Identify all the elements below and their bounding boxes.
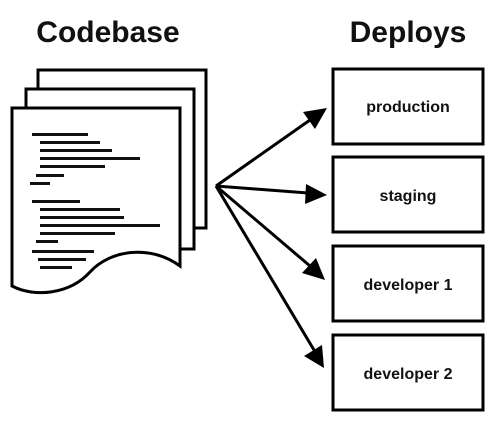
deploy-box-frame [331, 333, 485, 412]
arrow-head-developer-1 [302, 258, 325, 280]
deploy-box-developer-2: developer 2 [331, 333, 485, 412]
code-line [32, 200, 80, 203]
deploy-box-frame [331, 67, 485, 146]
deploy-label: staging [380, 188, 437, 205]
deploy-label: production [366, 99, 450, 116]
code-lines [30, 133, 160, 269]
code-line [40, 157, 140, 160]
code-line [40, 216, 124, 219]
code-line [40, 266, 72, 269]
deploy-box-frame [331, 155, 485, 234]
code-line [32, 133, 88, 136]
deploy-label: developer 2 [364, 366, 453, 383]
deploy-box-developer-1: developer 1 [331, 244, 485, 323]
deploy-arrows [214, 108, 327, 368]
code-line [40, 232, 115, 235]
code-line [32, 250, 94, 253]
document-page-front [10, 106, 182, 295]
code-line [40, 224, 160, 227]
code-line [40, 149, 112, 152]
arrow-to-staging [215, 184, 309, 195]
arrow-head-production [303, 108, 327, 129]
code-line [30, 182, 50, 185]
code-line [36, 174, 64, 177]
arrow-to-developer-1 [215, 184, 311, 268]
code-line [36, 240, 58, 243]
deploy-box-staging: staging [331, 155, 485, 234]
arrow-to-production [215, 118, 311, 188]
code-line [40, 208, 120, 211]
code-line [38, 258, 86, 261]
code-line [40, 141, 100, 144]
deploy-box-production: production [331, 67, 485, 146]
codebase-heading: Codebase [36, 16, 179, 49]
arrow-to-developer-2 [214, 185, 316, 351]
deploys-heading: Deploys [350, 16, 467, 49]
code-line [40, 165, 105, 168]
arrow-head-staging [305, 184, 327, 204]
document-stack-icon [10, 68, 208, 295]
deploy-label: developer 1 [364, 277, 453, 294]
deploy-box-frame [331, 244, 485, 323]
arrow-head-developer-2 [304, 345, 324, 368]
